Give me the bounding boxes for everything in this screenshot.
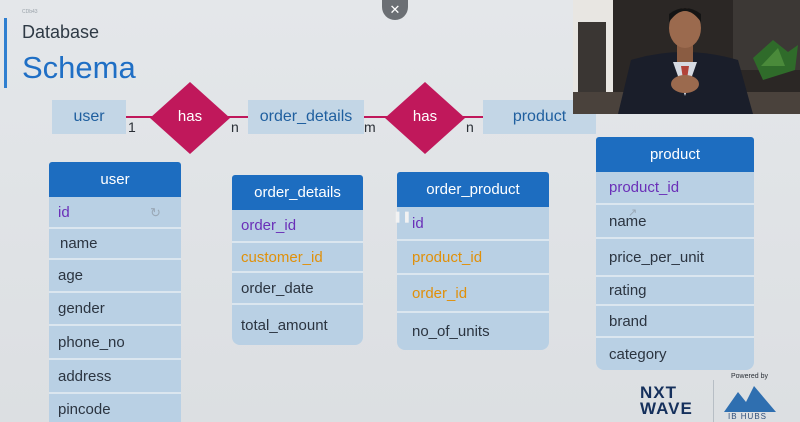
- reload-icon[interactable]: ↻: [150, 205, 161, 220]
- order-product-table: order_product id product_id order_id no_…: [397, 172, 549, 350]
- close-button[interactable]: ✕: [382, 0, 408, 20]
- table-row: brand: [596, 306, 754, 338]
- er-cardinality: 1: [128, 119, 136, 135]
- table-row: gender: [49, 293, 181, 326]
- er-relationship-diamond: [385, 82, 465, 154]
- er-connector: [126, 116, 156, 118]
- product-table: product product_id name price_per_unit r…: [596, 137, 754, 370]
- table-row: price_per_unit: [596, 239, 754, 277]
- slide-title-line2: Schema: [22, 50, 136, 85]
- table-row: rating: [596, 277, 754, 306]
- table-row: id: [49, 197, 181, 229]
- user-table: user id name age gender phone_no address…: [49, 162, 181, 422]
- table-row: order_id: [397, 275, 549, 313]
- table-row: total_amount: [232, 305, 363, 345]
- title-accent-bar: [4, 18, 7, 88]
- er-relationship-label: has: [177, 108, 203, 125]
- slide-title-line1: Database: [22, 22, 100, 42]
- er-connector: [228, 116, 250, 118]
- mouse-cursor-icon: ↗: [628, 207, 638, 219]
- table-row: name: [596, 205, 754, 239]
- table-row: order_id: [232, 210, 363, 243]
- er-entity-order-details: order_details: [248, 100, 364, 134]
- table-row: product_id: [397, 241, 549, 275]
- presenter-image: [573, 0, 800, 114]
- table-header: order_details: [232, 175, 363, 210]
- powered-by-label: Powered by: [731, 373, 768, 380]
- nxtwave-logo: NXT WAVE: [640, 383, 693, 418]
- logo-text: WAVE: [640, 399, 693, 418]
- table-row: name: [49, 229, 181, 260]
- table-row: age: [49, 260, 181, 293]
- logo-divider: [713, 380, 714, 422]
- table-header: order_product: [397, 172, 549, 207]
- er-cardinality: m: [364, 119, 376, 135]
- corner-label: CDb43: [22, 9, 38, 15]
- er-connector: [463, 116, 485, 118]
- table-row: product_id: [596, 172, 754, 205]
- order-details-table: order_details order_id customer_id order…: [232, 175, 363, 345]
- table-row: no_of_units: [397, 313, 549, 350]
- table-row: category: [596, 338, 754, 370]
- presenter-video: [573, 0, 800, 114]
- table-header: product: [596, 137, 754, 172]
- table-row: id: [397, 207, 549, 241]
- table-row: phone_no: [49, 326, 181, 360]
- table-row: order_date: [232, 273, 363, 305]
- ib-hubs-logo-text: IB HUBS: [728, 412, 768, 421]
- table-header: user: [49, 162, 181, 197]
- table-row: pincode: [49, 394, 181, 422]
- table-row: customer_id: [232, 243, 363, 273]
- er-connector: [364, 116, 388, 118]
- er-relationship-label: has: [412, 108, 438, 125]
- ib-hubs-logo-icon: [724, 386, 776, 412]
- pause-icon[interactable]: ❚❚: [393, 211, 412, 223]
- logo-text: NXT: [640, 383, 677, 402]
- er-entity-user: user: [52, 100, 126, 134]
- er-cardinality: n: [231, 119, 239, 135]
- table-row: address: [49, 360, 181, 394]
- er-cardinality: n: [466, 119, 474, 135]
- er-relationship-diamond: [150, 82, 230, 154]
